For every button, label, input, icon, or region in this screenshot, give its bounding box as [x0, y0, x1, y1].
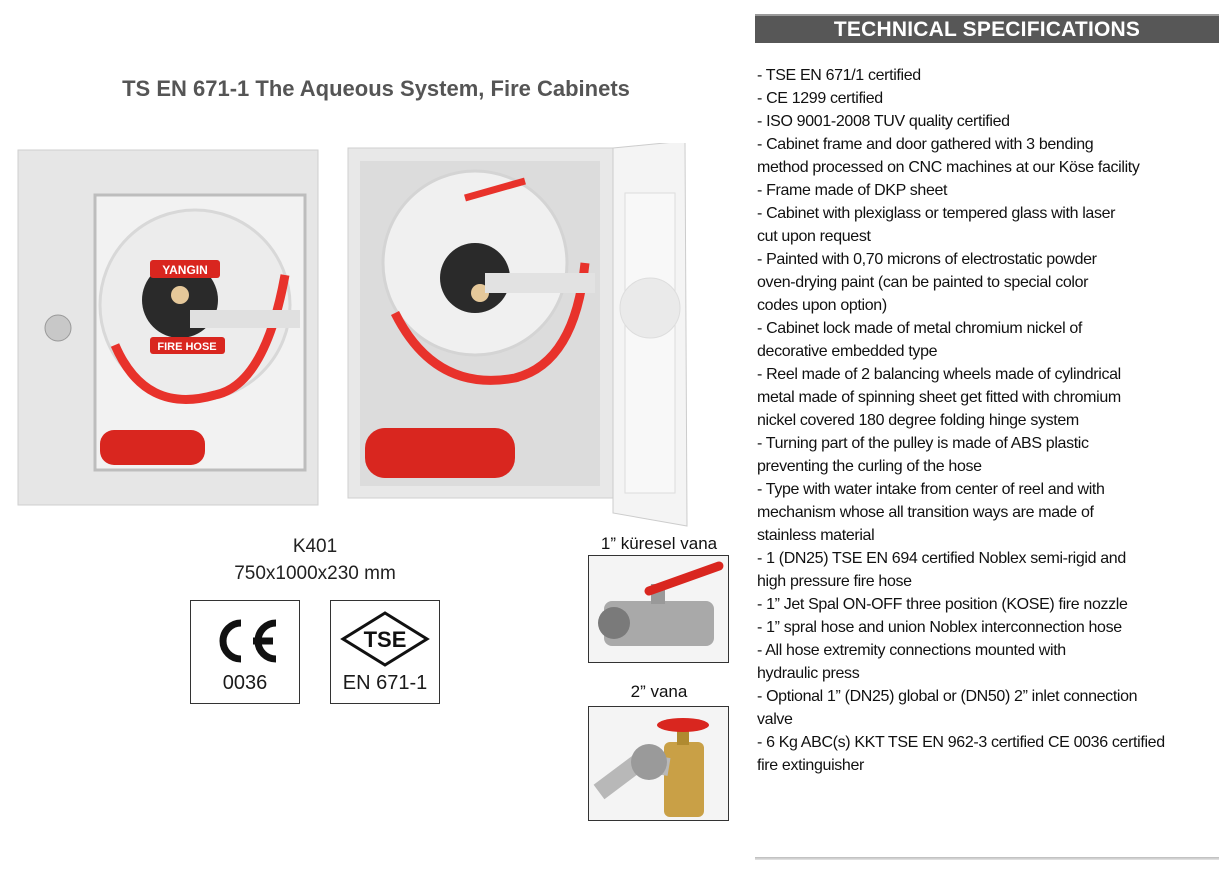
spec-line: - Cabinet lock made of metal chromium ni…: [757, 320, 1083, 337]
spec-line: - Reel made of 2 balancing wheels made o…: [757, 366, 1121, 383]
reel-label-top: YANGIN: [162, 263, 208, 277]
spec-item: - Cabinet lock made of metal chromium ni…: [757, 317, 1219, 363]
angle-valve-image: [588, 706, 729, 821]
spec-item: - Cabinet with plexiglass or tempered gl…: [757, 202, 1219, 248]
spec-line: - Frame made of DKP sheet: [757, 182, 948, 199]
spec-item: - Reel made of 2 balancing wheels made o…: [757, 363, 1219, 432]
spec-item: - TSE EN 671/1 certified: [757, 64, 1219, 87]
spec-line: oven-drying paint (can be painted to spe…: [757, 274, 1089, 291]
spec-item: - Turning part of the pulley is made of …: [757, 432, 1219, 478]
ce-number: 0036: [222, 672, 268, 694]
tse-standard: EN 671-1: [342, 672, 428, 694]
spec-line: - TSE EN 671/1 certified: [757, 67, 921, 84]
reel-label-bottom: FIRE HOSE: [157, 341, 216, 353]
spec-item: - 1 (DN25) TSE EN 694 certified Noblex s…: [757, 547, 1219, 593]
spec-line: mechanism whose all transition ways are …: [757, 504, 1094, 521]
spec-item: - ISO 9001-2008 TUV quality certified: [757, 110, 1219, 133]
spec-line: hydraulic press: [757, 665, 860, 682]
spec-line: nickel covered 180 degree folding hinge …: [757, 412, 1079, 429]
spec-item: - Frame made of DKP sheet: [757, 179, 1219, 202]
spec-line: method processed on CNC machines at our …: [757, 159, 1140, 176]
ce-certificate-badge: 0036: [190, 600, 300, 704]
spec-line: - Cabinet frame and door gathered with 3…: [757, 136, 1094, 153]
spec-line: - 1” Jet Spal ON-OFF three position (KOS…: [757, 596, 1128, 613]
spec-item: - CE 1299 certified: [757, 87, 1219, 110]
spec-line: - ISO 9001-2008 TUV quality certified: [757, 113, 1010, 130]
divider: [755, 857, 1219, 860]
spec-line: decorative embedded type: [757, 343, 938, 360]
spec-item: - Cabinet frame and door gathered with 3…: [757, 133, 1219, 179]
tse-certificate-badge: TSE EN 671-1: [330, 600, 440, 704]
spec-line: - 1 (DN25) TSE EN 694 certified Noblex s…: [757, 550, 1126, 567]
spec-line: stainless material: [757, 527, 875, 544]
spec-item: - 1” Jet Spal ON-OFF three position (KOS…: [757, 593, 1219, 616]
spec-list: - TSE EN 671/1 certified - CE 1299 certif…: [757, 64, 1219, 777]
spec-header: TECHNICAL SPECIFICATIONS: [755, 14, 1219, 43]
spec-line: metal made of spinning sheet get fitted …: [757, 389, 1121, 406]
spec-item: - All hose extremity connections mounted…: [757, 639, 1219, 685]
spec-line: - Painted with 0,70 microns of electrost…: [757, 251, 1097, 268]
spec-line: valve: [757, 711, 793, 728]
model-number: K401: [292, 536, 338, 557]
spec-line: preventing the curling of the hose: [757, 458, 982, 475]
dimensions: 750x1000x230 mm: [234, 563, 396, 584]
spec-line: fire extinguisher: [757, 757, 864, 774]
spec-line: - 6 Kg ABC(s) KKT TSE EN 962-3 certified…: [757, 734, 1165, 751]
valve-label-2: 2” vana: [630, 682, 688, 701]
spec-line: codes upon option): [757, 297, 887, 314]
spec-item: - 6 Kg ABC(s) KKT TSE EN 962-3 certified…: [757, 731, 1219, 777]
svg-text:TSE: TSE: [364, 627, 407, 652]
spec-line: - Turning part of the pulley is made of …: [757, 435, 1089, 452]
spec-item: - Painted with 0,70 microns of electrost…: [757, 248, 1219, 317]
spec-item: - 1” spral hose and union Noblex interco…: [757, 616, 1219, 639]
tse-mark-icon: TSE: [340, 611, 430, 667]
spec-line: - Cabinet with plexiglass or tempered gl…: [757, 205, 1116, 222]
open-cabinet-image: [347, 143, 688, 527]
spec-line: cut upon request: [757, 228, 871, 245]
spec-item: - Optional 1” (DN25) global or (DN50) 2”…: [757, 685, 1219, 731]
page-title: TS EN 671-1 The Aqueous System, Fire Cab…: [122, 76, 630, 101]
spec-item: - Type with water intake from center of …: [757, 478, 1219, 547]
valve-label-1: 1” küresel vana: [600, 534, 718, 553]
closed-cabinet-image: YANGIN FIRE HOSE: [17, 149, 319, 506]
spec-line: - CE 1299 certified: [757, 90, 883, 107]
ce-mark-icon: [219, 619, 277, 663]
ball-valve-image: [588, 555, 729, 663]
spec-line: - Optional 1” (DN25) global or (DN50) 2”…: [757, 688, 1138, 705]
spec-line: high pressure fire hose: [757, 573, 912, 590]
spec-line: - 1” spral hose and union Noblex interco…: [757, 619, 1122, 636]
spec-line: - Type with water intake from center of …: [757, 481, 1105, 498]
spec-line: - All hose extremity connections mounted…: [757, 642, 1066, 659]
